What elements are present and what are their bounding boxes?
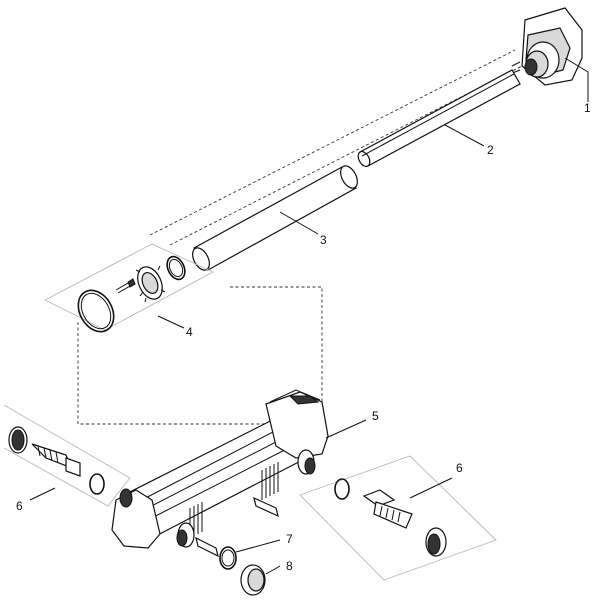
part-8-union-nut: [240, 564, 281, 596]
callout-1: 1: [584, 101, 591, 115]
part-5-main-body: [111, 389, 367, 558]
callout-7: 7: [286, 532, 293, 546]
callout-3: 3: [320, 233, 327, 247]
callout-2: 2: [487, 143, 494, 157]
callout-6-right: 6: [456, 461, 463, 475]
part-3-quartz-tube: [192, 165, 358, 271]
part-7-o-ring: [219, 539, 281, 570]
callout-4: 4: [186, 325, 193, 339]
callout-8: 8: [286, 559, 293, 573]
part-2-uvc-bulb: [357, 69, 521, 168]
callout-5: 5: [372, 409, 379, 423]
callout-6-left: 6: [16, 499, 23, 513]
part-4-seal-kit: [44, 243, 215, 333]
part-1-lamp-housing: [509, 7, 589, 102]
part-6-hose-tail-right: [299, 455, 497, 581]
part-6-hose-tail-left: [3, 404, 131, 507]
callout-labels: 1 2 3 4 5 6 6 7 8: [16, 101, 591, 573]
